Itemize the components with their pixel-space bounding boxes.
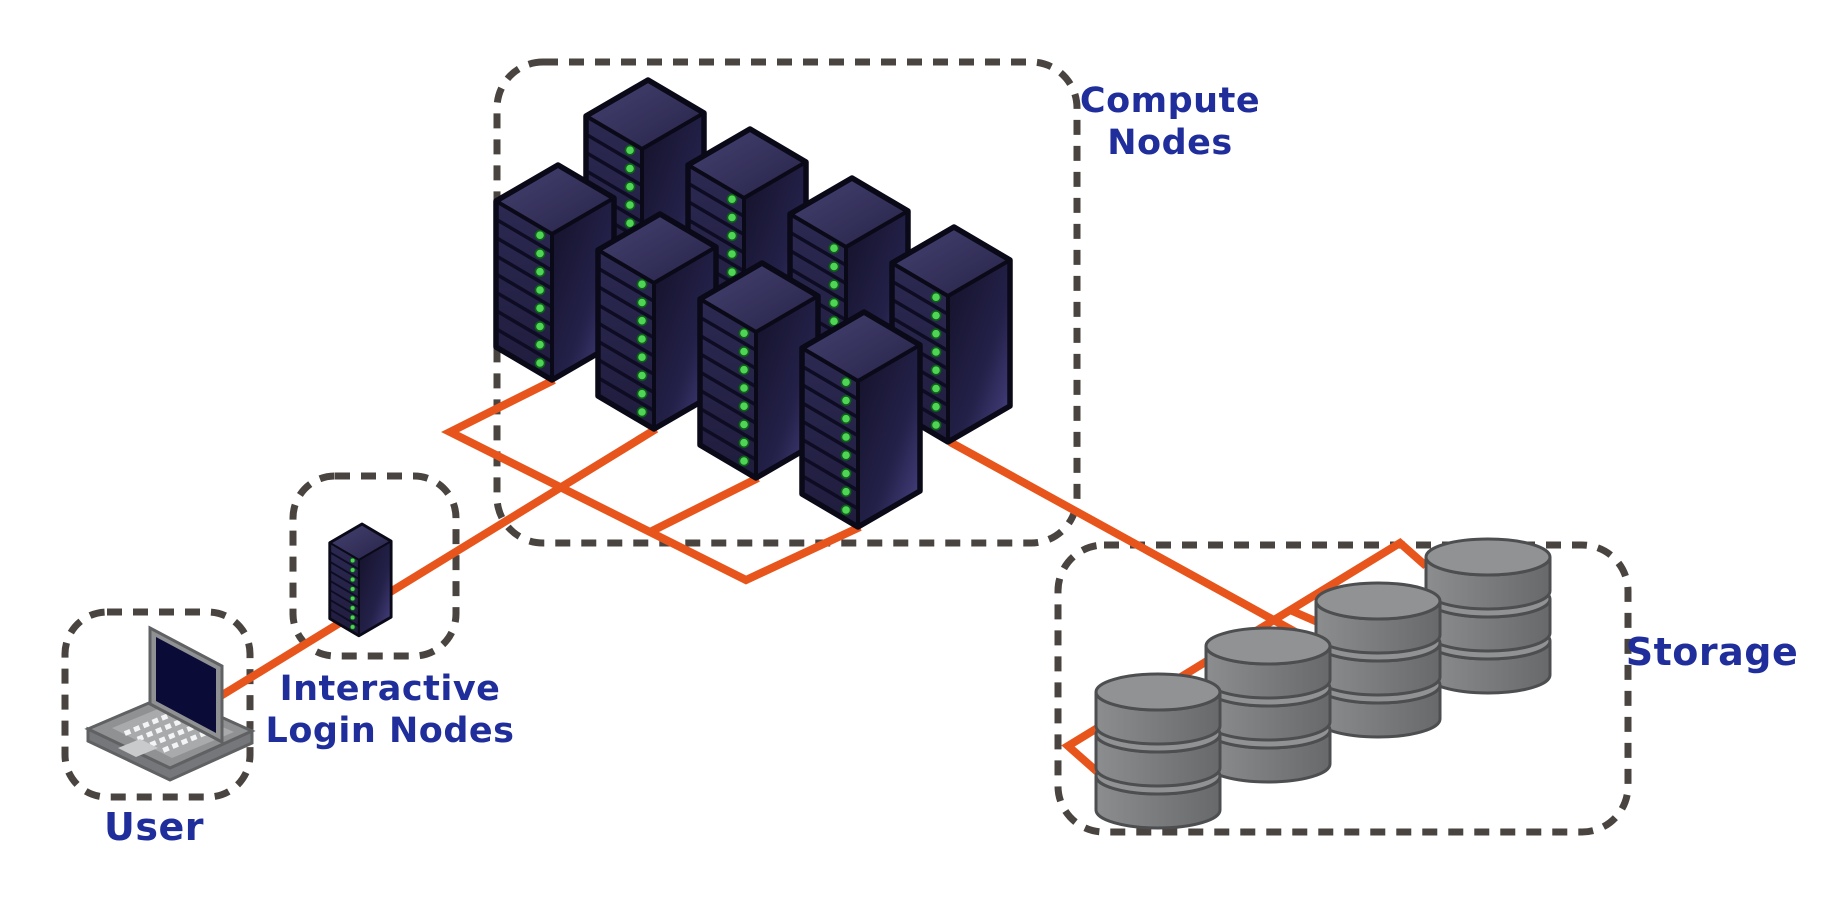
user-label: User	[104, 805, 204, 849]
user-boundary-box	[61, 608, 254, 801]
storage-disk-stack-icon-2	[1204, 626, 1332, 784]
storage-disk-stack-icon-4	[1424, 537, 1552, 695]
login-boundary-box	[289, 472, 460, 660]
storage-disk-stack-icon-1	[1094, 672, 1222, 830]
compute-label-line2: Nodes	[1107, 123, 1232, 163]
compute-nodes-cluster	[496, 80, 1010, 527]
compute-label-line1: Compute	[1080, 81, 1260, 121]
network-links	[216, 376, 1432, 779]
login-label-line1: Interactive	[280, 669, 501, 709]
compute-branch-link	[648, 474, 760, 536]
login-label-line2: Login Nodes	[266, 711, 515, 751]
storage-disk-stack-icon-3	[1314, 581, 1442, 739]
storage-label: Storage	[1626, 630, 1799, 674]
storage-disk-array	[1094, 537, 1552, 830]
storage-boundary-box	[1054, 541, 1632, 836]
compute-server-icon-8	[802, 312, 920, 527]
compute-fabric-link	[441, 376, 862, 585]
login-server-icon	[328, 522, 393, 638]
laptop-icon	[84, 625, 256, 782]
user-login-link	[216, 425, 659, 701]
